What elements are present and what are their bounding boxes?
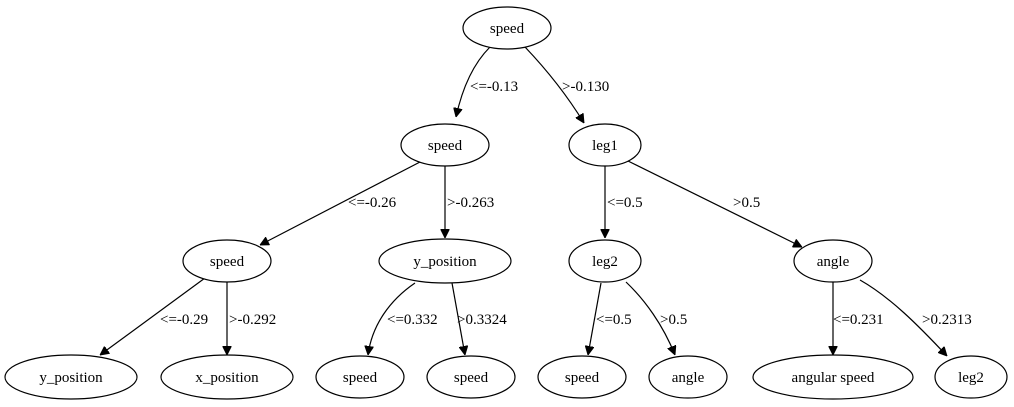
- edge-label: <=-0.26: [348, 195, 397, 211]
- edge-label: >0.2313: [922, 312, 972, 328]
- node-label: leg2: [592, 254, 618, 270]
- tree-node: angular speed: [752, 354, 914, 400]
- edge-label: <=-0.29: [160, 312, 208, 328]
- tree-node: speed: [400, 123, 490, 167]
- tree-node: angle: [793, 239, 873, 283]
- node-label: speed: [565, 370, 600, 386]
- edge-line: [524, 46, 584, 123]
- edge-line: [588, 282, 602, 355]
- tree-node: y_position: [378, 238, 512, 284]
- edge-line: [627, 160, 802, 248]
- node-label: angle: [672, 370, 705, 386]
- node-label: leg1: [592, 138, 618, 154]
- tree-node: speed: [462, 6, 552, 50]
- tree-node: speed: [182, 239, 272, 283]
- node-label: angular speed: [792, 370, 875, 386]
- node-label: y_position: [413, 254, 477, 270]
- tree-edges: <=-0.13 >-0.130 <=-0.26 >-0.263 <=0.5 >0…: [100, 46, 972, 356]
- edge-label: >0.3324: [457, 312, 507, 328]
- edge-line: [260, 161, 421, 246]
- edge-label: >-0.130: [562, 79, 609, 95]
- node-label: speed: [490, 21, 525, 37]
- node-label: speed: [210, 254, 245, 270]
- edge-label: <=0.5: [607, 195, 643, 211]
- edge-label: <=0.332: [387, 312, 438, 328]
- tree-node: leg1: [568, 123, 642, 167]
- edge-line: [368, 282, 416, 355]
- node-label: speed: [454, 370, 489, 386]
- tree-node: speed: [537, 355, 627, 399]
- node-label: speed: [343, 370, 378, 386]
- node-label: speed: [428, 138, 463, 154]
- edge-label: >-0.292: [229, 312, 276, 328]
- tree-node: speed: [426, 355, 516, 399]
- tree-node: speed: [315, 355, 405, 399]
- tree-node: y_position: [4, 354, 138, 400]
- edge-label: <=0.231: [833, 312, 884, 328]
- edge-label: <=-0.13: [470, 79, 518, 95]
- edge-label: >-0.263: [447, 195, 494, 211]
- tree-node: x_position: [160, 354, 294, 400]
- node-label: y_position: [39, 370, 103, 386]
- edge-label: <=0.5: [596, 312, 632, 328]
- tree-nodes: speed speed leg1 speed y_position leg2 a…: [4, 6, 1008, 400]
- edge-label: >0.5: [660, 312, 687, 328]
- edge-label: >0.5: [733, 195, 760, 211]
- node-label: leg2: [958, 370, 984, 386]
- edge-line: [456, 46, 491, 117]
- node-label: x_position: [195, 370, 259, 386]
- tree-node: angle: [648, 355, 728, 399]
- edge-line: [100, 277, 206, 355]
- node-label: angle: [817, 254, 850, 270]
- edge-line: [859, 279, 947, 356]
- edge-line: [625, 281, 675, 355]
- edge-line: [451, 282, 465, 355]
- tree-node: leg2: [934, 355, 1008, 399]
- tree-node: leg2: [568, 239, 642, 283]
